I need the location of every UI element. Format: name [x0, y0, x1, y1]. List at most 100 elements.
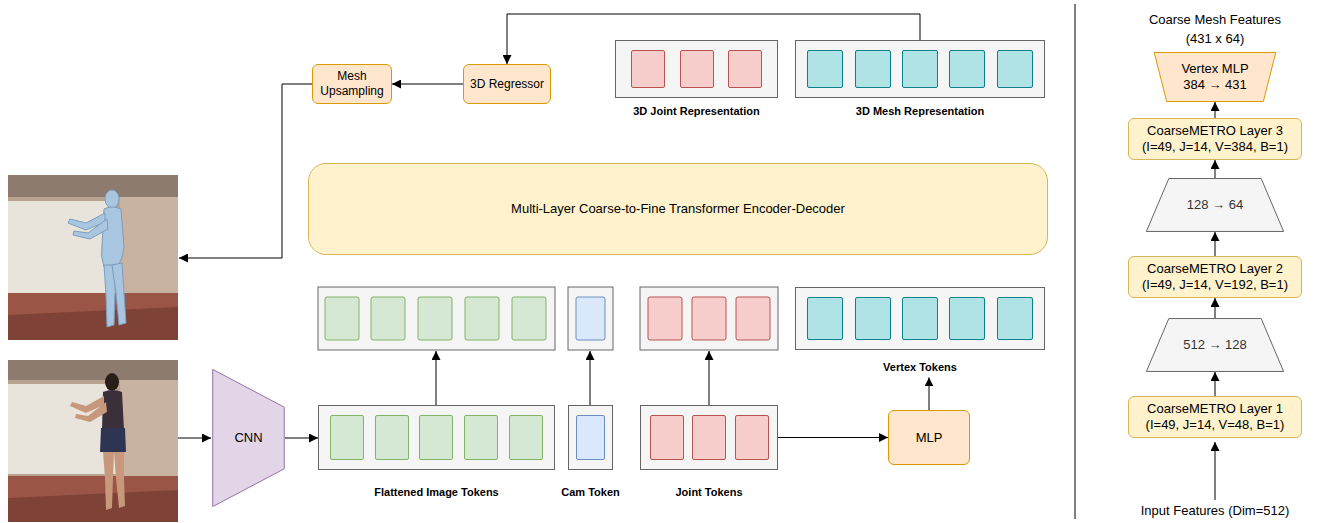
- token-square: [631, 50, 665, 88]
- shape-fill: [1146, 319, 1283, 372]
- shape-fill: [213, 369, 285, 506]
- node-text: 512 → 128: [1183, 337, 1247, 353]
- wall: [8, 175, 178, 340]
- illustration-part: [105, 373, 119, 391]
- panel-caption: Flattened Image Tokens: [374, 486, 499, 499]
- wall: [8, 360, 178, 522]
- process-box: Mesh Upsampling: [312, 64, 392, 104]
- output-arrow: [179, 84, 316, 258]
- cnn-trapezoid: CNN: [212, 368, 285, 508]
- input-arrow: [178, 438, 211, 439]
- token-square: [375, 415, 409, 460]
- node-text: CoarseMETRO Layer 1: [1147, 401, 1283, 417]
- panel-caption: 3D Joint Representation: [633, 105, 760, 118]
- token-panel: Joint Tokens: [640, 405, 778, 470]
- node-text: CoarseMETRO Layer 2: [1147, 261, 1283, 277]
- token-square: [735, 415, 769, 460]
- illustration-part: [103, 452, 114, 510]
- output-label: Coarse Mesh Features: [1149, 12, 1281, 28]
- illustration-part: [105, 190, 119, 208]
- node-text: 3D Regressor: [470, 77, 544, 92]
- token-panel: 3D Mesh Representation: [795, 40, 1045, 98]
- token-square: [330, 415, 364, 460]
- connector-arrow: [392, 84, 463, 85]
- token-panel: 3D Joint Representation: [615, 40, 778, 98]
- layer-box: CoarseMETRO Layer 2(I=49, J=14, V=192, B…: [1128, 256, 1302, 298]
- connector-arrow: [1215, 160, 1216, 178]
- shape-fill: [1146, 179, 1283, 232]
- token-square: [807, 297, 843, 340]
- node-text: (I=49, J=14, V=192, B=1): [1142, 277, 1288, 293]
- token-square: [464, 415, 498, 460]
- token-square: [949, 50, 985, 88]
- token-square: [902, 50, 938, 88]
- panel-caption: Cam Token: [561, 486, 619, 499]
- image-token-squares: [325, 297, 546, 340]
- node-text: (I=49, J=14, V=48, B=1): [1146, 417, 1285, 433]
- token-square: [855, 297, 891, 340]
- token-square: [650, 415, 684, 460]
- input-image: [8, 360, 178, 522]
- illustration-part: [114, 452, 125, 508]
- connector-arrow: [778, 437, 888, 438]
- cam-token-panel: [568, 287, 613, 350]
- output-token-panels: [318, 287, 778, 350]
- connector-arrow: [1215, 298, 1216, 318]
- person-figure: [70, 373, 126, 510]
- illustration-part: [73, 219, 108, 239]
- node-text: Mesh Upsampling: [318, 69, 386, 98]
- connector-arrow: [1215, 232, 1216, 256]
- layer-box: CoarseMETRO Layer 1(I=49, J=14, V=48, B=…: [1128, 396, 1302, 438]
- connector-arrow: [929, 377, 930, 410]
- input-feature-arrow: [1215, 442, 1216, 500]
- token-square: [855, 50, 891, 88]
- token-square: [680, 50, 714, 88]
- shape-fill: [1154, 53, 1276, 102]
- joint-token-panel: [640, 287, 778, 350]
- token-arrow: [709, 351, 710, 405]
- token-square: [419, 415, 453, 460]
- illustration-part: [736, 297, 770, 340]
- projection-trapezoid: 512 → 128: [1145, 318, 1285, 372]
- input-label: Input Features (Dim=512): [1141, 503, 1289, 519]
- panel-caption: Joint Tokens: [675, 486, 742, 499]
- output-size-label: (431 x 64): [1186, 31, 1245, 47]
- illustration-part: [371, 297, 405, 340]
- panel-caption: 3D Mesh Representation: [856, 105, 984, 118]
- ceiling-shade: [8, 175, 178, 197]
- floor: [8, 476, 178, 522]
- token-panel: Flattened Image Tokens: [318, 405, 555, 470]
- image-token-panel: [318, 287, 555, 350]
- illustration-part: [648, 297, 682, 340]
- mlp-trapezoid: Vertex MLP384 → 431: [1153, 52, 1277, 102]
- floor-shade: [8, 490, 178, 522]
- token-square: [997, 297, 1033, 340]
- token-square: [902, 297, 938, 340]
- token-square: [807, 50, 843, 88]
- right-wall: [120, 380, 178, 478]
- illustration-part: [692, 297, 726, 340]
- token-square: [692, 415, 726, 460]
- floor: [8, 293, 178, 340]
- cam-token-square: [576, 297, 605, 340]
- node-text: Multi-Layer Coarse-to-Fine Transformer E…: [511, 201, 845, 217]
- whiteboard: [8, 384, 116, 474]
- token-square: [576, 415, 605, 460]
- layer-box: CoarseMETRO Layer 3(I=49, J=14, V=384, B…: [1128, 118, 1302, 160]
- node-text: CoarseMETRO Layer 3: [1147, 123, 1283, 139]
- token-square: [997, 50, 1033, 88]
- connector-arrow: [1215, 102, 1216, 118]
- illustration-part: [100, 428, 126, 452]
- token-square: [728, 50, 762, 88]
- floor-shade: [8, 307, 178, 340]
- node-text: CNN: [234, 430, 262, 446]
- illustration-part: [512, 297, 546, 340]
- token-square: [949, 297, 985, 340]
- token-arrow: [436, 351, 437, 405]
- connector-arrow: [1215, 372, 1216, 396]
- token-panel: Cam Token: [568, 405, 613, 470]
- joint-token-squares: [648, 297, 770, 340]
- illustration-part: [112, 263, 126, 325]
- mesh-figure: [68, 190, 126, 327]
